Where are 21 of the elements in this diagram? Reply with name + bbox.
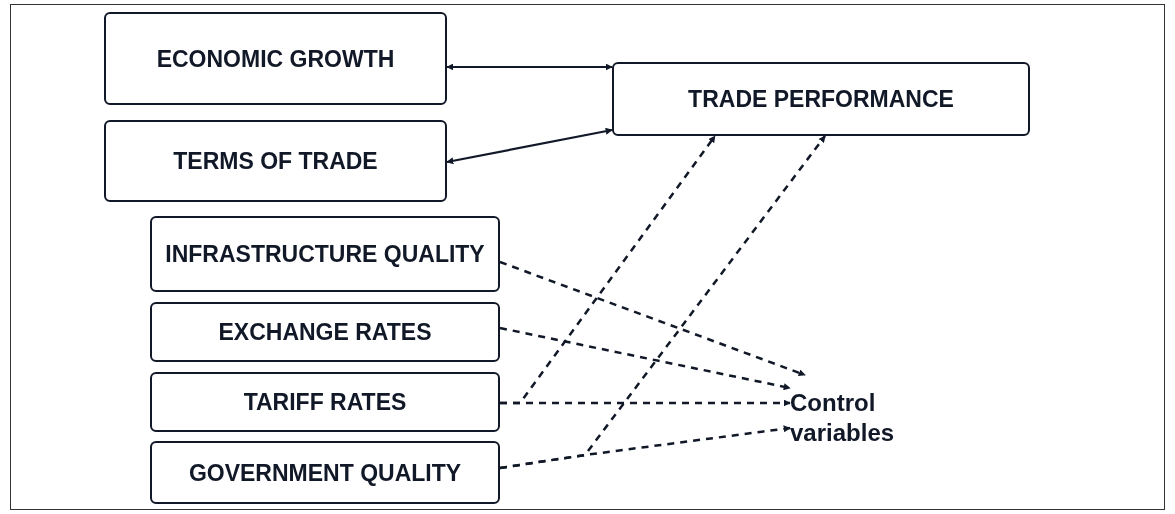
box-label: GOVERNMENT QUALITY	[188, 458, 462, 488]
box-label: TRADE PERFORMANCE	[688, 85, 954, 114]
box	[612, 62, 1030, 136]
arrow	[499, 260, 806, 377]
arrow	[500, 135, 716, 405]
text-label: Control variables	[790, 387, 896, 448]
box-label: TARIFF RATES	[243, 388, 407, 417]
box	[104, 12, 447, 105]
box	[150, 441, 500, 504]
box-label: TERMS OF TRADE	[173, 147, 378, 176]
arrow	[446, 127, 613, 165]
box	[150, 372, 500, 432]
box	[150, 216, 500, 292]
arrow	[499, 135, 826, 470]
arrow	[446, 63, 613, 71]
box	[104, 120, 447, 202]
box-label: ECONOMIC GROWTH	[156, 44, 395, 74]
box-label: INFRASTRUCTURE QUALITY	[165, 240, 485, 269]
box	[150, 302, 500, 362]
box-label: EXCHANGE RATES	[218, 318, 432, 347]
arrow	[499, 326, 791, 391]
